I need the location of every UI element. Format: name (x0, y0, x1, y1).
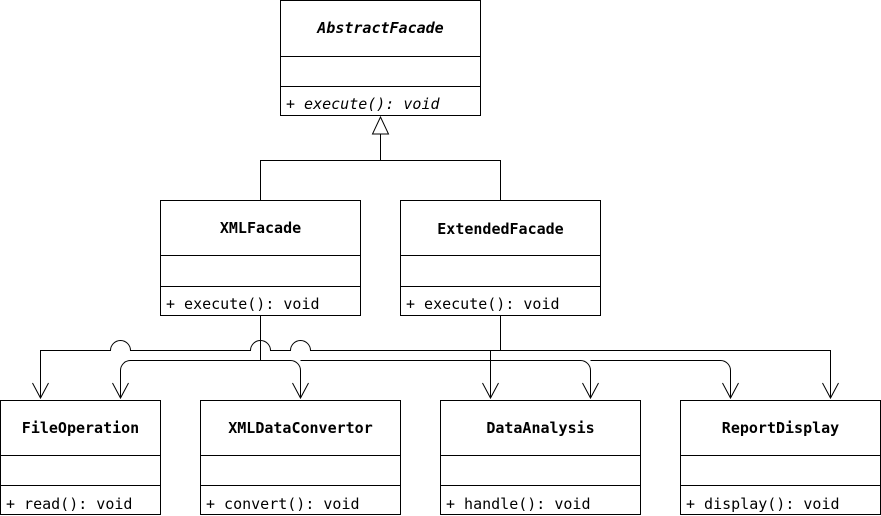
class-operation: + convert(): void (206, 495, 360, 513)
arrowhead-reportdisplay-b (722, 382, 739, 400)
class-box (0, 400, 161, 515)
class-operation: + execute(): void (406, 295, 560, 313)
class-name: FileOperation (22, 419, 139, 437)
class-abstract-facade: AbstractFacade + execute(): void (280, 0, 481, 116)
arrowhead-dataanalysis-b (582, 382, 599, 400)
arrowhead-fileoperation-a (32, 382, 49, 400)
class-box (680, 400, 881, 515)
class-operation: + execute(): void (166, 295, 320, 313)
generalization-edges (260, 115, 501, 201)
generalization-arrowhead (371, 115, 390, 135)
class-report-display: ReportDisplay + display(): void (680, 400, 881, 515)
xml-facade-dependencies (112, 316, 739, 400)
dep-xml-bus (120, 316, 731, 398)
class-operation: + handle(): void (446, 495, 591, 513)
class-file-operation: FileOperation + read(): void (0, 400, 161, 515)
extended-facade-dependencies (32, 316, 839, 400)
class-box (440, 400, 641, 515)
class-name: AbstractFacade (316, 19, 443, 37)
dep-arrowheads-extended (32, 382, 839, 400)
arrowhead-dataanalysis-a (482, 382, 499, 400)
class-xml-facade: XMLFacade + execute(): void (160, 200, 361, 316)
class-box (280, 0, 481, 116)
class-operation: + read(): void (6, 495, 132, 513)
dep-arrowheads-xml (112, 382, 739, 400)
generalization-line-extended (380, 160, 501, 201)
class-name: ReportDisplay (722, 419, 839, 437)
class-box (200, 400, 401, 515)
arrowhead-xmldataconvertor (292, 382, 309, 400)
dep-extended-bus (40, 316, 831, 398)
class-name: XMLFacade (220, 219, 301, 237)
generalization-line-xml (260, 134, 381, 201)
class-extended-facade: ExtendedFacade + execute(): void (400, 200, 601, 316)
class-name: XMLDataConvertor (228, 419, 373, 437)
class-name: DataAnalysis (486, 419, 594, 437)
class-box (160, 200, 361, 316)
arrowhead-fileoperation-b (112, 382, 129, 400)
class-operation: + display(): void (686, 495, 840, 513)
class-xml-data-convertor: XMLDataConvertor + convert(): void (200, 400, 401, 515)
arrowhead-reportdisplay-a (822, 382, 839, 400)
class-name: ExtendedFacade (437, 220, 563, 238)
class-box (400, 200, 601, 316)
class-data-analysis: DataAnalysis + handle(): void (440, 400, 641, 515)
class-operation: + execute(): void (286, 95, 440, 113)
